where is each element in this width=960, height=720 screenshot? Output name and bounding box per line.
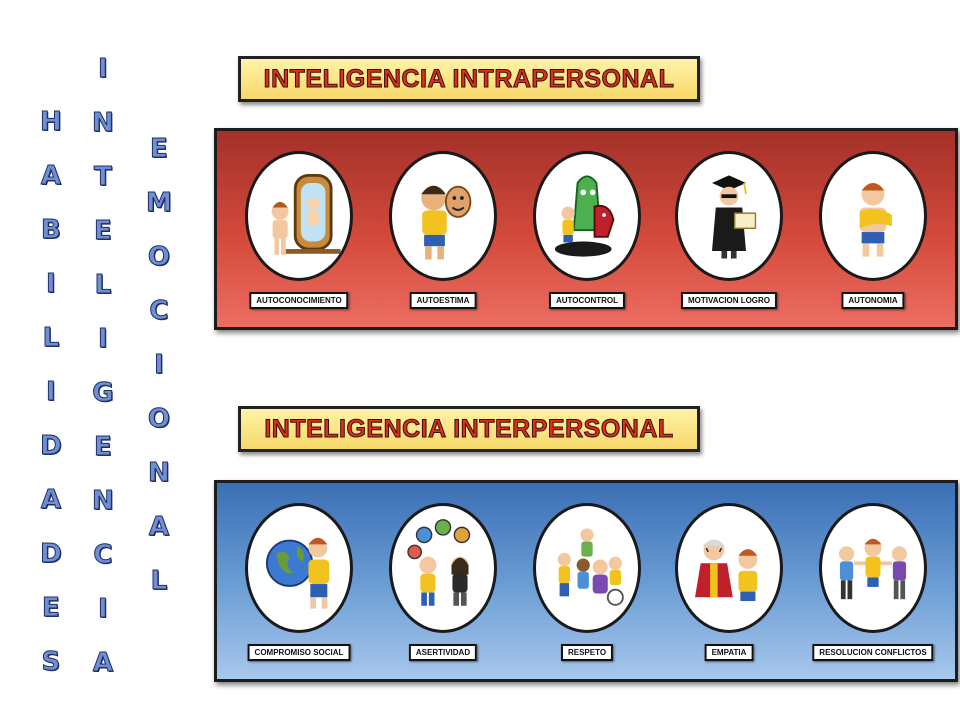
skill-resolucion-conflictos: RESOLUCION CONFLICTOS <box>812 503 934 673</box>
letter: D <box>40 539 63 570</box>
skill-label: EMPATIA <box>704 644 754 661</box>
skill-label: MOTIVACION LOGRO <box>680 292 778 309</box>
skill-label: AUTONOMIA <box>841 292 905 309</box>
letter: T <box>94 162 113 193</box>
skill-autoestima: AUTOESTIMA <box>383 151 503 321</box>
skill-compromiso-social: COMPROMISO SOCIAL <box>239 503 359 673</box>
letter: N <box>92 108 115 139</box>
letter: I <box>98 594 109 625</box>
letter: N <box>148 458 171 489</box>
skill-label: AUTOCONTROL <box>548 292 626 309</box>
interpersonal-title-text: INTELIGENCIA INTERPERSONAL <box>264 414 674 443</box>
comfort-icon <box>675 503 783 633</box>
letter: O <box>147 242 170 273</box>
letter: E <box>94 432 113 463</box>
letter: I <box>46 377 57 408</box>
dressing-icon <box>819 151 927 281</box>
skill-label: AUTOCONOCIMIENTO <box>249 292 349 309</box>
intrapersonal-panel: AUTOCONOCIMIENTO AUTOESTIMA <box>214 128 958 330</box>
letter: C <box>93 540 113 571</box>
skill-label: ASERTIVIDAD <box>408 644 478 661</box>
skill-respeto: RESPETO <box>527 503 647 673</box>
skill-motivacion-logro: MOTIVACION LOGRO <box>669 151 789 321</box>
letter: A <box>92 648 113 679</box>
interpersonal-panel: COMPROMISO SOCIAL ASERTIVIDAD <box>214 480 958 682</box>
vertical-word-habilidades: H A B I L I D A D E S <box>40 95 63 689</box>
vertical-word-emocional: E M O C I O N A L <box>146 122 173 608</box>
mirror-icon <box>245 151 353 281</box>
letter: E <box>150 134 169 165</box>
letter: D <box>40 431 63 462</box>
intrapersonal-title: INTELIGENCIA INTRAPERSONAL <box>238 56 700 102</box>
globe-hug-icon <box>245 503 353 633</box>
letter: E <box>42 593 61 624</box>
monster-icon <box>533 151 641 281</box>
letter: A <box>40 485 61 516</box>
skill-autonomia: AUTONOMIA <box>813 151 933 321</box>
conflict-icon <box>819 503 927 633</box>
letter: H <box>40 107 63 138</box>
skill-autocontrol: AUTOCONTROL <box>527 151 647 321</box>
letter: I <box>98 54 109 85</box>
letter: S <box>41 647 61 678</box>
letter: L <box>94 270 112 301</box>
letter: G <box>92 378 114 409</box>
skill-label: RESPETO <box>560 644 614 661</box>
letter: A <box>148 512 169 543</box>
letter: O <box>147 404 170 435</box>
graduate-icon <box>675 151 783 281</box>
letter: E <box>94 216 113 247</box>
vertical-word-inteligencia: I N T E L I G E N C I A <box>92 42 115 690</box>
interpersonal-title: INTELIGENCIA INTERPERSONAL <box>238 406 700 452</box>
mask-icon <box>389 151 497 281</box>
letter: I <box>98 324 109 355</box>
skill-label: AUTOESTIMA <box>409 292 477 309</box>
letter: L <box>42 323 60 354</box>
letter: M <box>146 188 173 219</box>
speech-bubbles-icon <box>389 503 497 633</box>
skill-empatia: EMPATIA <box>669 503 789 673</box>
letter: I <box>46 269 57 300</box>
letter: L <box>150 566 168 597</box>
letter: N <box>92 486 115 517</box>
letter: B <box>40 215 61 246</box>
skill-label: COMPROMISO SOCIAL <box>247 644 351 661</box>
skill-label: RESOLUCION CONFLICTOS <box>812 644 934 661</box>
skill-asertividad: ASERTIVIDAD <box>383 503 503 673</box>
letter: C <box>149 296 169 327</box>
letter: I <box>154 350 165 381</box>
letter: A <box>40 161 61 192</box>
group-icon <box>533 503 641 633</box>
skill-autoconocimiento: AUTOCONOCIMIENTO <box>239 151 359 321</box>
intrapersonal-title-text: INTELIGENCIA INTRAPERSONAL <box>263 64 675 93</box>
